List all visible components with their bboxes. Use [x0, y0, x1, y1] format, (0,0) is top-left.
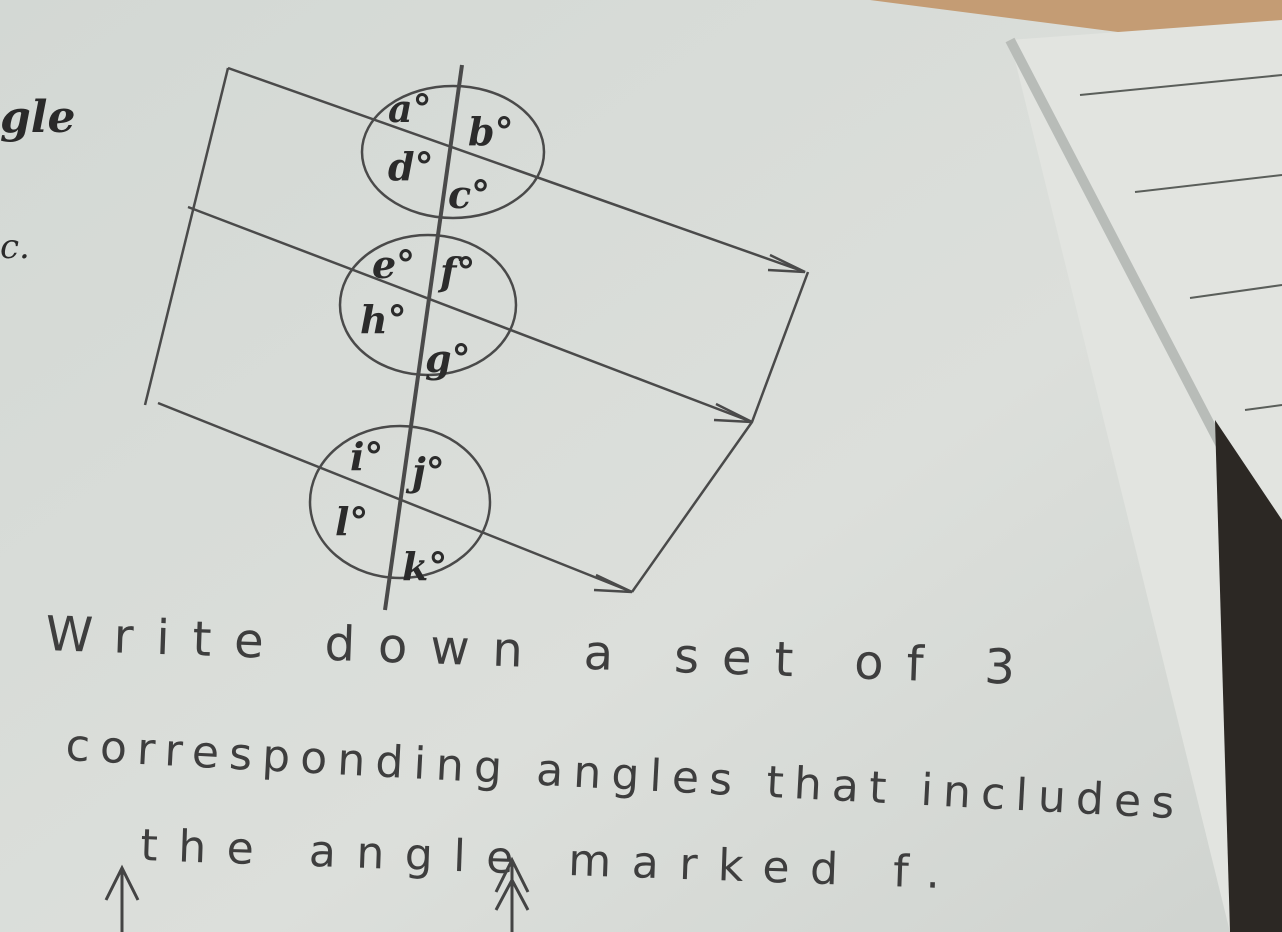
ruled-lines — [1079, 74, 1282, 411]
parallel-lines-diagram — [143, 64, 810, 611]
circle-3 — [308, 424, 492, 580]
angle-c: c° — [448, 172, 490, 217]
right-boundary — [630, 271, 810, 593]
angle-a: a° — [388, 86, 432, 131]
arrow-icon — [767, 253, 806, 274]
transversal — [383, 64, 464, 611]
circle-1 — [360, 84, 546, 220]
question-label: c. — [0, 227, 30, 267]
table-edge — [870, 0, 1282, 70]
angle-h: h° — [360, 297, 407, 342]
angle-labels: a° b° d° c° e° f° h° g° i° j° l° k° — [335, 86, 514, 589]
parallel-line-1 — [227, 66, 806, 274]
angle-k: k° — [402, 544, 447, 589]
parallel-line-2 — [187, 205, 753, 424]
shadow — [1215, 420, 1282, 932]
underlying-page — [1010, 20, 1282, 932]
angle-i: i° — [350, 434, 383, 479]
parallel-line-3 — [157, 401, 633, 594]
angle-b: b° — [468, 109, 514, 154]
heading-fragment: gle — [0, 92, 75, 143]
angle-g: g° — [425, 336, 471, 381]
angle-d: d° — [388, 144, 434, 189]
angle-e: e° — [372, 242, 415, 287]
left-boundary — [143, 67, 230, 406]
angle-j: j° — [405, 449, 445, 494]
angle-l: l° — [335, 499, 368, 544]
circle-2 — [338, 233, 518, 377]
arrow-marks — [104, 856, 530, 932]
angle-f: f° — [437, 249, 475, 294]
